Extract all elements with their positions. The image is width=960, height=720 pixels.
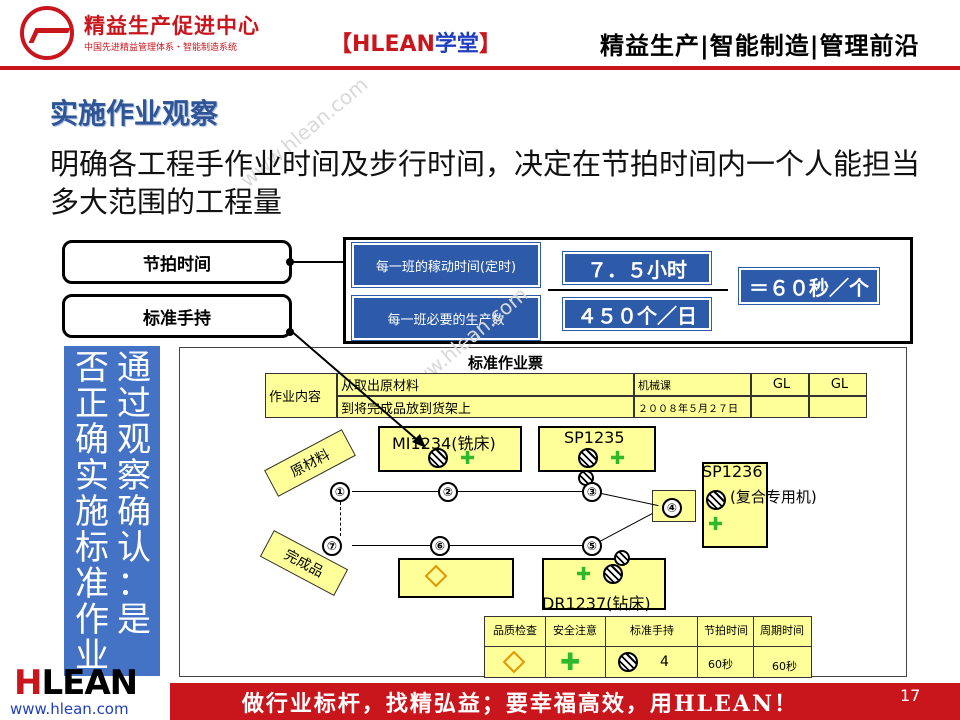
vertical-note-column: 否正确实施标准作业 [75, 348, 109, 676]
pointer-arrow [289, 329, 426, 448]
time-value: ７．５小时 [562, 251, 712, 285]
safety-cross-icon: ✚ [460, 448, 476, 469]
standard-wip-label: 标准手持 [143, 308, 211, 329]
footer-slogan: 做行业标杆，找精弘益；要幸福高效，用HLEAN！ [241, 690, 799, 717]
page-number: 17 [900, 686, 921, 705]
subtitle: 明确各工程手作业时间及步行时间，决定在节拍时间内一个人能担当多大范围的工程量 [50, 147, 921, 219]
safety-cross-icon: ✚ [576, 564, 592, 585]
legend-header: 节拍时间 [704, 624, 748, 637]
legend-divider [605, 616, 606, 678]
machine-label: SP1235 [564, 428, 625, 447]
legend-divider [484, 646, 812, 647]
sheet-title: 标准作业票 [468, 354, 544, 372]
brand-logo-icon [20, 6, 74, 60]
vertical-note: 通过观察确认：是否正确实施标准作业 [64, 346, 160, 676]
wip-icon [428, 448, 448, 468]
header-slogan: 精益生产|智能制造|管理前沿 [600, 32, 920, 60]
brand-name: 精益生产促进中心 [84, 14, 260, 38]
step-number: ④ [662, 498, 682, 518]
header-divider [0, 66, 960, 70]
wip-icon [578, 448, 598, 468]
connector-dot [286, 258, 294, 266]
flow-line [352, 491, 590, 492]
operating-time-box: 每一班的稼动时间(定时) [351, 242, 541, 288]
footer-bar [170, 683, 960, 720]
machine-sp1235: SP1235 [538, 426, 656, 472]
machine-label: SP1236 [702, 462, 763, 481]
step-number: ⑤ [582, 536, 602, 556]
legend-takt-value: 60秒 [708, 658, 733, 671]
legend-divider [545, 616, 546, 678]
legend-table [484, 616, 812, 678]
wip-icon [614, 550, 630, 566]
legend-cycle-value: 60秒 [772, 660, 797, 673]
required-qty-box: 每一班必要的生产数 [351, 295, 541, 341]
machine-label: DR1237(钻床) [542, 594, 651, 613]
machine-dr1237: DR1237(钻床) [542, 558, 666, 613]
legend-header: 周期时间 [760, 624, 804, 637]
required-qty-label: 每一班必要的生产数 [387, 312, 505, 328]
flow-line [352, 545, 590, 546]
blank-cell [809, 396, 867, 418]
date-cell: ２００８年５月２７日 [634, 396, 751, 418]
safety-cross-icon: ✚ [708, 514, 724, 535]
machine-blank [398, 558, 514, 598]
wip-icon [603, 564, 623, 584]
wip-icon [618, 652, 638, 672]
content-label-cell: 作业内容 [265, 373, 337, 418]
footer-logo: HLEAN [14, 663, 138, 703]
standard-wip-box: 标准手持 [62, 294, 292, 338]
legend-divider [697, 616, 698, 678]
footer-url: www.hlean.com [10, 700, 129, 718]
step-number: ③ [582, 482, 602, 502]
dept-cell: 机械课 [634, 373, 751, 396]
step-number: ① [330, 482, 350, 502]
step-number: ② [438, 482, 458, 502]
gl-cell: GL [809, 373, 867, 396]
step-number: ⑦ [322, 536, 342, 556]
legend-divider [753, 616, 754, 678]
safety-cross-icon: ✚ [560, 648, 581, 676]
wip-icon [706, 490, 726, 510]
site-tag: 【HLEAN学堂】 [330, 32, 501, 57]
vertical-note-column: 通过观察确认：是 [117, 348, 151, 640]
connector-line [292, 261, 344, 263]
fraction-line [548, 289, 728, 291]
connector-dot [286, 328, 294, 336]
blank-cell [751, 396, 809, 418]
gl-cell: GL [751, 373, 809, 396]
operating-time-label: 每一班的稼动时间(定时) [375, 259, 517, 275]
legend-header: 品质检查 [493, 624, 537, 637]
qty-value: ４５０个／日 [562, 297, 712, 331]
takt-time-box: 节拍时间 [62, 240, 292, 284]
return-line [340, 502, 341, 536]
legend-header: 安全注意 [553, 624, 597, 637]
machine-mi1234: MI1234(铣床) [378, 426, 522, 472]
safety-cross-icon: ✚ [610, 448, 626, 469]
legend-wip-value: 4 [660, 654, 669, 670]
brand-subtitle: 中国先进精益管理体系・智能制造系统 [84, 43, 238, 53]
takt-result: ＝６０秒／个 [738, 267, 880, 305]
takt-time-label: 节拍时间 [143, 254, 211, 275]
from-cell: 从取出原材料 [337, 373, 634, 396]
page-title: 实施作业观察 [50, 97, 219, 130]
legend-header: 标准手持 [630, 624, 674, 637]
machine-sublabel: (复合专用机) [730, 488, 817, 506]
to-cell: 到将完成品放到货架上 [337, 396, 634, 418]
step-number: ⑥ [430, 536, 450, 556]
